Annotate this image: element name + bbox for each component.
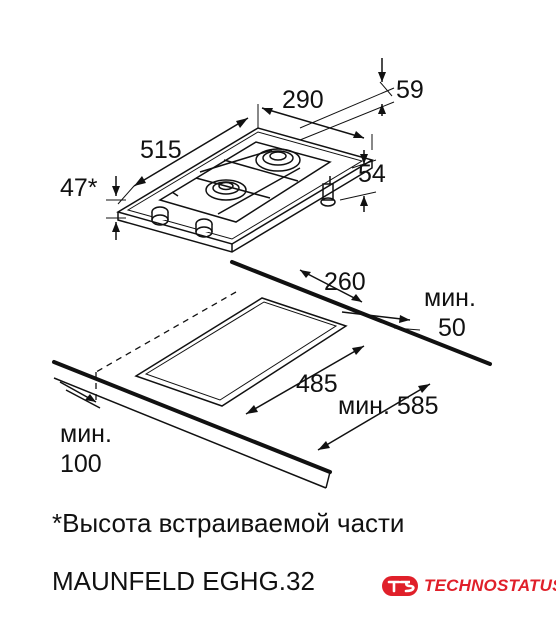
dimension-labels: 515 290 59 47* 54 260 мин. 50 485 мин. 5… (60, 76, 476, 478)
dim-min-100-value: 100 (60, 450, 102, 478)
hob-dimension-lines (106, 58, 395, 240)
dim-min-50-label: мин. (424, 284, 476, 312)
hob-drawing (116, 127, 374, 253)
footnote-text: *Высота встраиваемой части (52, 508, 405, 538)
dim-54: 54 (358, 160, 386, 188)
burner-small (205, 179, 247, 201)
dim-min-100-label: мин. (60, 420, 112, 448)
dim-290: 290 (282, 86, 324, 114)
gas-connector (320, 176, 336, 207)
brand-name: TECHNOSTATUS (424, 576, 556, 595)
model-name: MAUNFELD EGHG.32 (52, 566, 315, 596)
brand-logo: TECHNOSTATUS (382, 575, 556, 597)
burner-large (255, 148, 301, 172)
dim-59: 59 (396, 76, 424, 104)
dim-260: 260 (324, 268, 366, 296)
dim-min-585: мин. 585 (338, 392, 439, 420)
dim-515: 515 (140, 136, 182, 164)
dim-485: 485 (296, 370, 338, 398)
dim-min-50-value: 50 (438, 314, 466, 342)
dim-47-star: 47* (60, 174, 98, 202)
control-knobs (151, 206, 213, 238)
worktop-drawing (52, 260, 492, 489)
technostatus-logo-icon (382, 576, 418, 596)
pan-supports (158, 141, 332, 223)
